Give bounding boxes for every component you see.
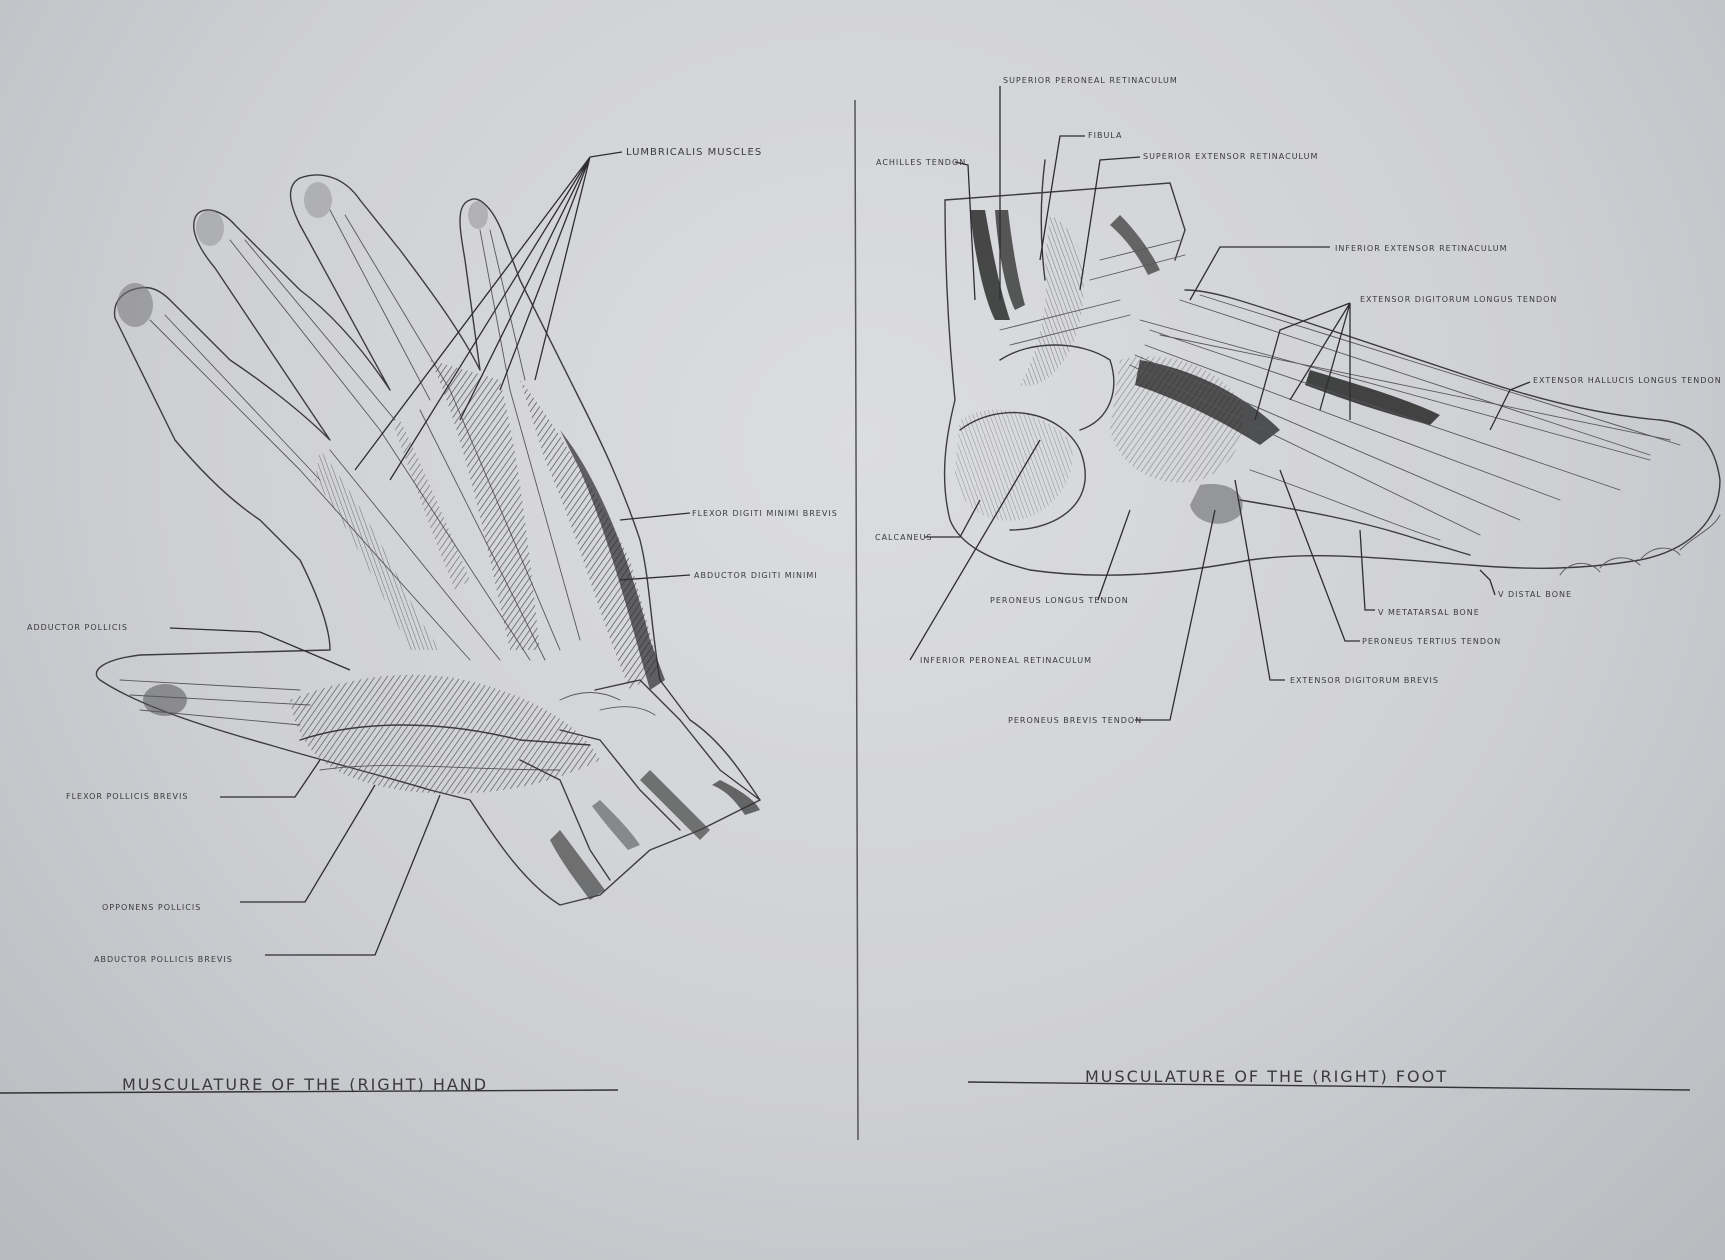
label-extensor-hallucis-longus: EXTENSOR HALLUCIS LONGUS TENDON (1533, 376, 1722, 385)
foot-title: MUSCULATURE OF THE (RIGHT) FOOT (1085, 1067, 1448, 1086)
label-v-distal-bone: V DISTAL BONE (1498, 590, 1572, 599)
label-extensor-digitorum-brevis: EXTENSOR DIGITORUM BREVIS (1290, 676, 1439, 685)
foot-leaders (909, 86, 1691, 1091)
page-divider (854, 99, 859, 1141)
label-abductor-digiti-minimi: ABDUCTOR DIGITI MINIMI (694, 571, 818, 580)
hand-illustration (95, 174, 761, 906)
label-adductor-pollicis: ADDUCTOR POLLICIS (27, 623, 128, 632)
label-calcaneus: CALCANEUS (875, 533, 933, 542)
label-peroneus-tertius: PERONEUS TERTIUS TENDON (1362, 637, 1501, 646)
label-inferior-extensor-retinaculum: INFERIOR EXTENSOR RETINACULUM (1335, 244, 1508, 253)
label-inferior-peroneal-retinaculum: INFERIOR PERONEAL RETINACULUM (920, 656, 1092, 665)
label-achilles-tendon: ACHILLES TENDON (876, 158, 966, 167)
label-superior-extensor-retinaculum: SUPERIOR EXTENSOR RETINACULUM (1143, 152, 1318, 161)
label-lumbricalis: LUMBRICALIS MUSCLES (626, 147, 762, 158)
label-extensor-digitorum-longus: EXTENSOR DIGITORUM LONGUS TENDON (1360, 295, 1557, 304)
label-abductor-pollicis-brevis: ABDUCTOR POLLICIS BREVIS (94, 955, 233, 964)
label-flexor-pollicis-brevis: FLEXOR POLLICIS BREVIS (66, 792, 188, 801)
label-fibula: FIBULA (1088, 131, 1122, 140)
foot-illustration (943, 159, 1721, 576)
label-peroneus-longus: PERONEUS LONGUS TENDON (990, 596, 1129, 605)
label-peroneus-brevis: PERONEUS BREVIS TENDON (1008, 716, 1142, 725)
label-flexor-digiti-minimi: FLEXOR DIGITI MINIMI BREVIS (692, 509, 838, 518)
hand-leaders (0, 151, 691, 1094)
label-opponens-pollicis: OPPONENS POLLICIS (102, 903, 201, 912)
hand-title: MUSCULATURE OF THE (RIGHT) HAND (122, 1075, 488, 1094)
label-v-metatarsal-bone: V METATARSAL BONE (1378, 608, 1480, 617)
label-superior-peroneal-retinaculum: SUPERIOR PERONEAL RETINACULUM (1003, 76, 1178, 85)
